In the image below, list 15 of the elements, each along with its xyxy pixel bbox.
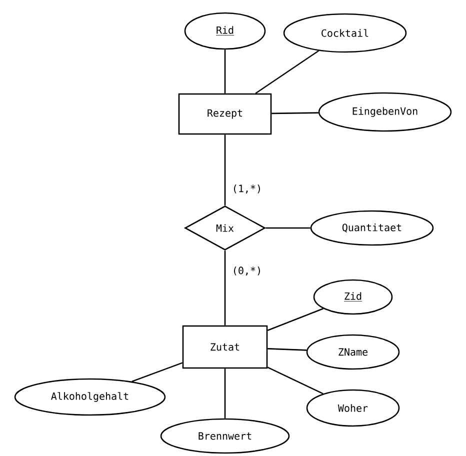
connector-line: [224, 134, 226, 206]
entity-box: Rezept: [178, 93, 272, 135]
connector-line: [272, 112, 318, 114]
connector-line: [224, 368, 226, 418]
connector-line: [267, 366, 324, 394]
entity-box: Zutat: [182, 325, 268, 369]
connector-line: [266, 227, 310, 229]
connector-line: [224, 50, 226, 94]
connector-line: [267, 308, 324, 331]
connector-line: [255, 50, 320, 94]
edge-label: (0,*): [230, 266, 264, 276]
connector-line: [268, 348, 307, 351]
connector-line: [132, 362, 183, 382]
connector-line: [224, 250, 226, 326]
edge-label: (1,*): [230, 184, 264, 194]
